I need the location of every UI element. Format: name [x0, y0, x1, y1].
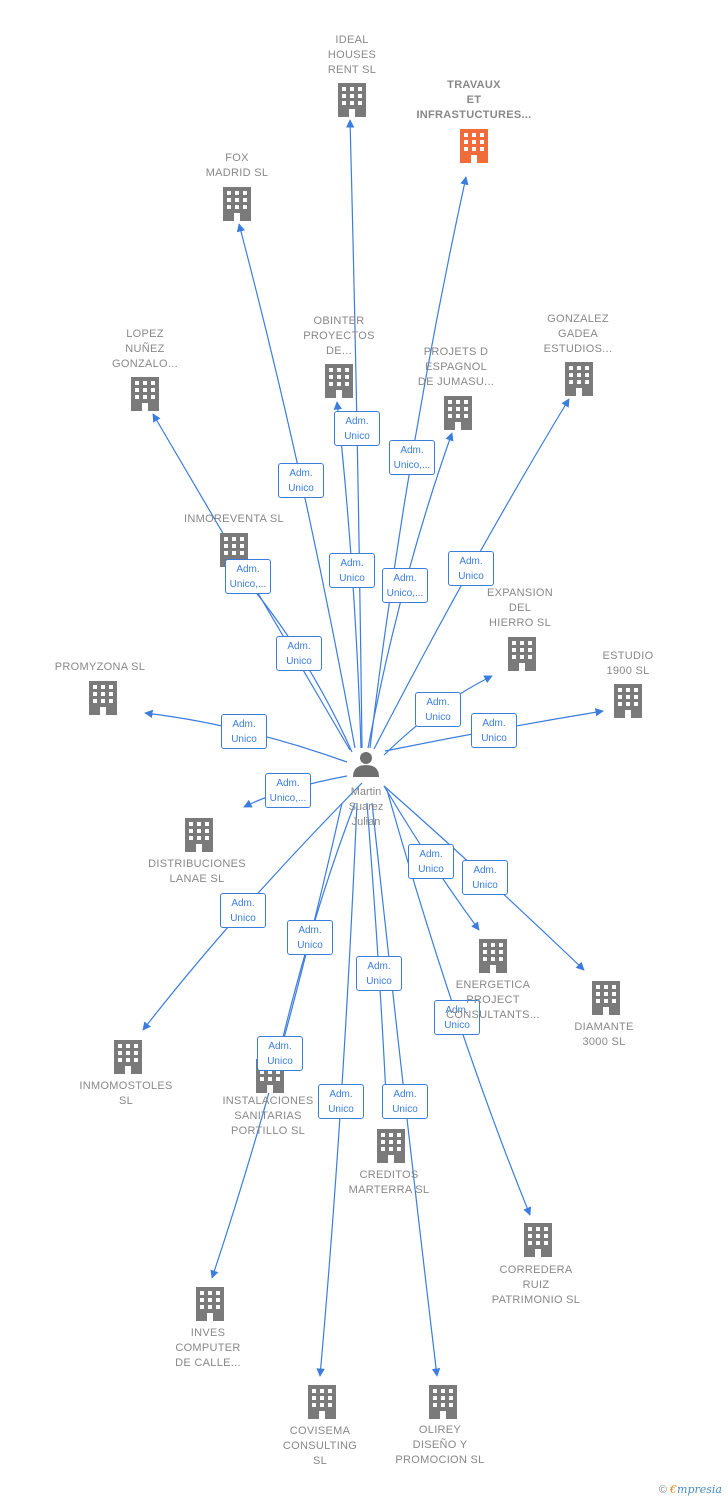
building-icon[interactable] — [614, 684, 642, 718]
building-icon[interactable] — [592, 981, 620, 1015]
company-name-covisema[interactable]: COVISEMA CONSULTING SL — [282, 1425, 358, 1467]
company-name-creditos[interactable]: CREDITOS MARTERRA SL — [348, 1169, 430, 1196]
brand-logo: €mpresia — [670, 1483, 722, 1496]
building-icon[interactable] — [377, 1129, 405, 1163]
edge-role-label[interactable]: Adm. Unico — [448, 551, 494, 586]
copyright-symbol: © — [658, 1484, 668, 1496]
brand-logo-initial: € — [670, 1483, 678, 1496]
company-name-obinter[interactable]: OBINTER PROYECTOS DE... — [303, 315, 375, 357]
company-name-estudio[interactable]: ESTUDIO 1900 SL — [602, 650, 654, 677]
building-icon[interactable] — [338, 83, 366, 117]
edge-role-label[interactable]: Adm. Unico — [408, 844, 454, 879]
edge-role-label[interactable]: Adm. Unico — [334, 411, 380, 446]
building-icon[interactable] — [429, 1385, 457, 1419]
company-name-lopez[interactable]: LOPEZ NUÑEZ GONZALO... — [112, 328, 178, 370]
building-icon[interactable] — [196, 1287, 224, 1321]
edge-role-label[interactable]: Adm. Unico — [287, 920, 333, 955]
company-name-energetica[interactable]: ENERGETICA PROJECT CONSULTANTS... — [446, 979, 540, 1021]
company-name-diamante[interactable]: DIAMANTE 3000 SL — [574, 1021, 634, 1048]
company-name-inmomostoles[interactable]: INMOMOSTOLES SL — [79, 1080, 173, 1107]
building-icon[interactable] — [508, 637, 536, 671]
edge-role-label[interactable]: Adm. Unico,... — [225, 559, 271, 594]
person-name[interactable]: Martin Suarez Julian — [348, 786, 384, 828]
company-name-promyzona[interactable]: PROMYZONA SL — [54, 661, 146, 673]
person-icon-head — [360, 752, 372, 764]
brand-footer: ©€mpresia — [659, 1483, 722, 1496]
edge-role-label[interactable]: Adm. Unico — [318, 1084, 364, 1119]
building-icon[interactable] — [460, 129, 488, 163]
edge-role-label[interactable]: Adm. Unico — [415, 692, 461, 727]
edge-role-label[interactable]: Adm. Unico — [471, 713, 517, 748]
edge-role-label[interactable]: Adm. Unico — [356, 956, 402, 991]
building-icon[interactable] — [565, 362, 593, 396]
company-name-instalaciones[interactable]: INSTALACIONES SANITARIAS PORTILLO SL — [222, 1095, 314, 1137]
company-name-projets[interactable]: PROJETS D ESPAGNOL DE JUMASU... — [417, 346, 495, 388]
edge-role-label[interactable]: Adm. Unico — [220, 893, 266, 928]
edge-role-label[interactable]: Adm. Unico — [276, 636, 322, 671]
company-name-ideal[interactable]: IDEAL HOUSES RENT SL — [327, 34, 377, 76]
edge-role-label[interactable]: Adm. Unico,... — [382, 568, 428, 603]
building-icon[interactable] — [325, 364, 353, 398]
building-icon[interactable] — [223, 187, 251, 221]
building-icon[interactable] — [444, 396, 472, 430]
edge-role-label[interactable]: Adm. Unico — [382, 1084, 428, 1119]
building-icon[interactable] — [308, 1385, 336, 1419]
building-icon[interactable] — [185, 818, 213, 852]
edge-role-label[interactable]: Adm. Unico,... — [265, 773, 311, 808]
edge-role-label[interactable]: Adm. Unico — [257, 1036, 303, 1071]
company-name-distribuciones[interactable]: DISTRIBUCIONES LANAE SL — [148, 858, 246, 885]
edge-role-label[interactable]: Adm. Unico — [434, 1000, 480, 1035]
company-name-travaux[interactable]: TRAVAUX ET INFRASTUCTURES... — [416, 79, 532, 121]
building-icon[interactable] — [479, 939, 507, 973]
person-icon[interactable] — [353, 752, 379, 777]
building-icon[interactable] — [524, 1223, 552, 1257]
building-icon[interactable] — [114, 1040, 142, 1074]
building-icon[interactable] — [89, 681, 117, 715]
brand-logo-rest: mpresia — [677, 1483, 722, 1496]
company-name-inves[interactable]: INVES COMPUTER DE CALLE... — [175, 1327, 241, 1369]
edge-role-label[interactable]: Adm. Unico,... — [389, 440, 435, 475]
edge-role-label[interactable]: Adm. Unico — [221, 714, 267, 749]
building-icon[interactable] — [131, 377, 159, 411]
company-name-olirey[interactable]: OLIREY DISEÑO Y PROMOCION SL — [395, 1424, 485, 1466]
company-name-fox[interactable]: FOX MADRID SL — [205, 152, 269, 179]
edge-role-label[interactable]: Adm. Unico — [462, 860, 508, 895]
person-icon-body — [353, 765, 379, 777]
edge-role-label[interactable]: Adm. Unico — [329, 553, 375, 588]
company-name-inmoreventa[interactable]: INMOREVENTA SL — [184, 513, 284, 525]
edge-role-label[interactable]: Adm. Unico — [278, 463, 324, 498]
company-name-corredera[interactable]: CORREDERA RUIZ PATRIMONIO SL — [491, 1264, 581, 1306]
company-name-gonzalez[interactable]: GONZALEZ GADEA ESTUDIOS... — [543, 313, 613, 355]
company-name-expansion[interactable]: EXPANSION DEL HIERRO SL — [486, 587, 554, 629]
